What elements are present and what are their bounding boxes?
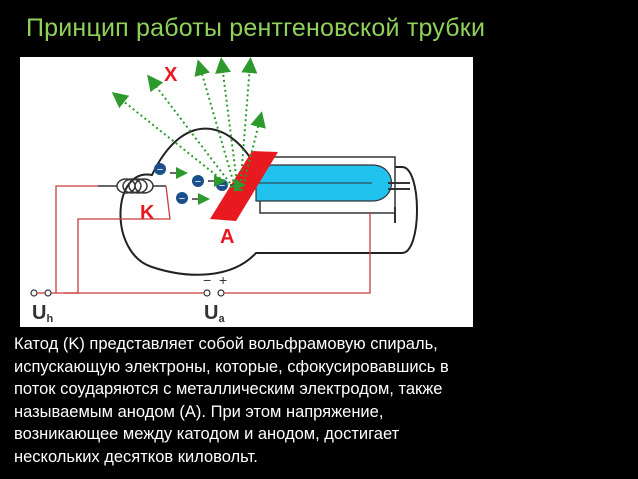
body-line-1: Катод (K) представляет собой вольфрамову…	[14, 335, 438, 353]
body-line-3: поток соударяются с металлическим электр…	[14, 380, 443, 398]
electron	[192, 175, 204, 187]
anode-circuit-wire	[240, 213, 371, 294]
tube-envelope	[119, 127, 418, 276]
cathode-filament	[98, 178, 166, 194]
xray-beam	[111, 92, 237, 192]
xray-beam	[215, 57, 239, 192]
xray-beam	[241, 111, 266, 192]
circuit-wiring	[48, 185, 396, 294]
electron-sign: −	[157, 164, 163, 176]
slide-title: Принцип работы рентгеновской трубки	[26, 14, 486, 42]
label-ua: Ua	[204, 302, 225, 325]
filament-circuit-wire	[55, 185, 98, 293]
xray-beam	[194, 59, 237, 192]
label-x-rays: X	[164, 64, 178, 86]
terminal-ua-plus	[217, 289, 225, 297]
sign-plus: +	[219, 272, 227, 288]
body-line-5: возникающее между катодом и анодом, дост…	[14, 425, 400, 443]
body-paragraph: Катод (K) представляет собой вольфрамову…	[14, 333, 626, 468]
terminal-uh-right	[44, 289, 52, 297]
label-uh-main: U	[32, 302, 46, 324]
terminal-ua-minus	[203, 289, 211, 297]
electron-sign: −	[179, 193, 185, 205]
label-cathode: K	[140, 202, 155, 224]
body-line-4: называемым анодом (A). При этом напряжен…	[14, 402, 384, 421]
label-anode: A	[220, 226, 234, 248]
sign-minus: −	[203, 272, 211, 288]
body-line-2: испускающую электроны, которые, сфокусир…	[14, 357, 449, 376]
xray-tube-diagram: − − − − X K A	[20, 57, 473, 327]
body-line-6: нескольких десятков киловольт.	[14, 447, 258, 466]
xray-beam	[147, 74, 237, 192]
label-uh: Uh	[32, 302, 53, 325]
electron-stream: − − − −	[154, 163, 246, 205]
xray-beam	[239, 57, 258, 192]
xray-beams	[111, 57, 266, 192]
terminal-uh-left	[30, 289, 38, 297]
label-uh-sub: h	[46, 313, 53, 325]
electron	[176, 192, 188, 204]
electron-sign: −	[195, 176, 201, 188]
electron	[154, 163, 166, 175]
electron-sign: −	[219, 180, 225, 192]
label-ua-main: U	[204, 302, 218, 324]
label-ua-sub: a	[218, 313, 225, 325]
